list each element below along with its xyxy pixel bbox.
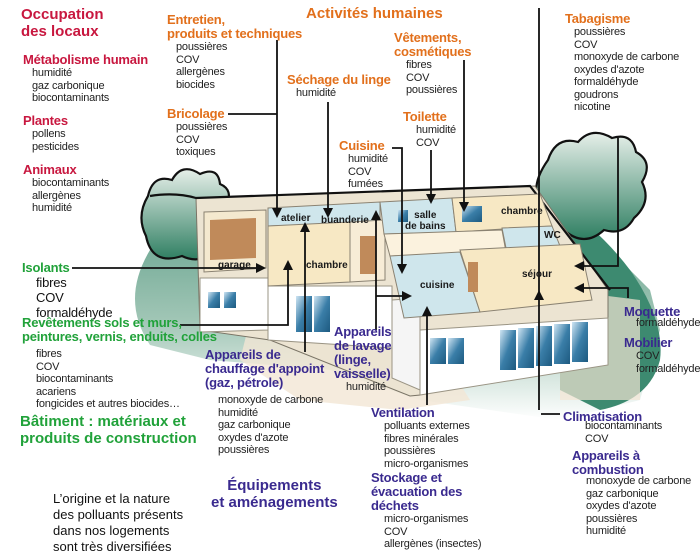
group-moquette: Moquette formaldéhyde	[624, 304, 700, 330]
group-isolants: Isolants fibres COV formaldéhyde	[22, 260, 113, 321]
connector-lines	[72, 8, 629, 415]
room-label-salle-de-bains: salle de bains	[405, 210, 446, 232]
caption-text: L’origine et la nature des polluants pré…	[53, 491, 184, 554]
arrowheads	[256, 194, 584, 316]
group-cuisine: Cuisine humidité COV fumées	[339, 138, 388, 191]
room-label-garage: garage	[218, 260, 251, 271]
group-appareils-combustion: Appareils à combustion monoxyde de carbo…	[572, 448, 692, 538]
group-entretien: Entretien, produits et techniques poussi…	[167, 12, 303, 91]
group-stockage-dechets: Stockage et évacuation des déchets micro…	[371, 470, 482, 551]
group-revetements: Revêtements sols et murs, peintures, ver…	[22, 315, 217, 411]
group-toilette: Toilette humidité COV	[403, 109, 456, 149]
group-lavage: Appareils de lavage (linge, vaisselle) h…	[334, 324, 392, 394]
group-animaux: Animaux biocontaminants allergènes humid…	[23, 162, 110, 215]
room-label-chambre-right: chambre	[501, 206, 543, 217]
room-label-cuisine: cuisine	[420, 280, 455, 291]
equipements-title: Équipements et aménagements	[211, 477, 338, 511]
group-plantes: Plantes pollens pesticides	[23, 113, 79, 153]
group-metabolisme: Métabolisme humain humidité gaz carboniq…	[23, 52, 148, 105]
group-climatisation: Climatisation biocontaminants COV	[563, 409, 663, 445]
room-label-sejour: séjour	[522, 269, 553, 280]
room-label-chambre-left: chambre	[306, 260, 348, 271]
group-tabagisme: Tabagisme poussières COV monoxyde de car…	[565, 11, 680, 114]
group-bricolage: Bricolage poussières COV toxiques	[167, 106, 228, 159]
room-label-buanderie: buanderie	[321, 215, 369, 226]
activites-title: Activités humaines	[306, 5, 443, 22]
occupation-title: Occupation des locaux	[21, 6, 104, 40]
occupation-section: Occupation des locaux	[21, 6, 104, 40]
group-ventilation: Ventilation polluants externes fibres mi…	[371, 405, 470, 470]
group-sechage: Séchage du linge humidité	[287, 72, 391, 100]
group-chauffage: Appareils de chauffage d'appoint (gaz, p…	[205, 347, 325, 457]
room-label-wc: WC	[544, 230, 561, 241]
group-mobilier: Mobilier COV formaldéhyde	[624, 335, 700, 375]
batiment-title: Bâtiment : matériaux et produits de cons…	[20, 413, 197, 447]
room-label-atelier: atelier	[281, 213, 311, 224]
group-vetements: Vêtements, cosmétiques fibres COV poussi…	[394, 30, 472, 97]
